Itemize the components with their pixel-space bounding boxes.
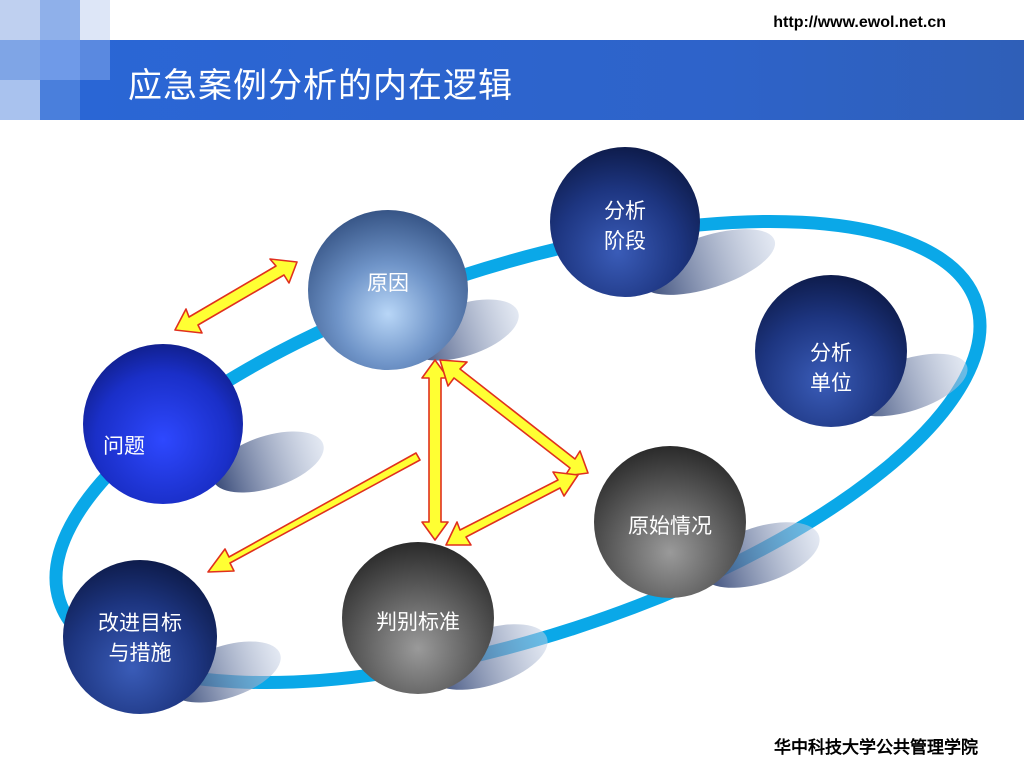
node-shadow (640, 229, 776, 295)
node-label: 单位 (810, 371, 852, 395)
page-title: 应急案例分析的内在逻辑 (128, 66, 513, 106)
node-label: 原因 (367, 271, 409, 295)
decor-square (40, 80, 80, 120)
decor-square (0, 80, 40, 120)
node-label: 原始情况 (628, 514, 712, 538)
decor-square (80, 0, 110, 40)
decor-square (40, 0, 80, 40)
arrow-to-improvement (207, 452, 421, 573)
node-label: 分析 (604, 199, 646, 223)
decor-square (0, 40, 40, 80)
node-label: 改进目标 (98, 611, 182, 635)
source-url: http://www.ewol.net.cn (773, 14, 946, 31)
double-arrow-criteria-situation (445, 471, 579, 546)
double-arrow-problem-cause (174, 258, 298, 334)
node-analysis-stage: 分析 阶段 (550, 147, 700, 297)
node-original-situation: 原始情况 (594, 446, 746, 598)
node-label: 分析 (810, 341, 852, 365)
decor-square (40, 40, 80, 80)
node-cause: 原因 (308, 210, 468, 370)
node-problem: 问题 (83, 344, 243, 504)
node-label: 阶段 (604, 229, 646, 253)
node-analysis-unit: 分析 单位 (755, 275, 907, 427)
header-bar (40, 40, 1024, 120)
decor-square (0, 0, 40, 40)
node-judgment-criteria: 判别标准 (342, 542, 494, 694)
decor-square (80, 40, 110, 80)
node-label: 问题 (103, 434, 145, 458)
node-shadow (212, 431, 324, 493)
footer-institution: 华中科技大学公共管理学院 (774, 738, 978, 758)
node-improvement-goals: 改进目标 与措施 (63, 560, 217, 714)
double-arrow-cause-criteria (421, 359, 449, 541)
node-label: 判别标准 (376, 610, 460, 634)
double-arrow-cause-situation (439, 359, 589, 477)
node-label: 与措施 (109, 641, 172, 665)
